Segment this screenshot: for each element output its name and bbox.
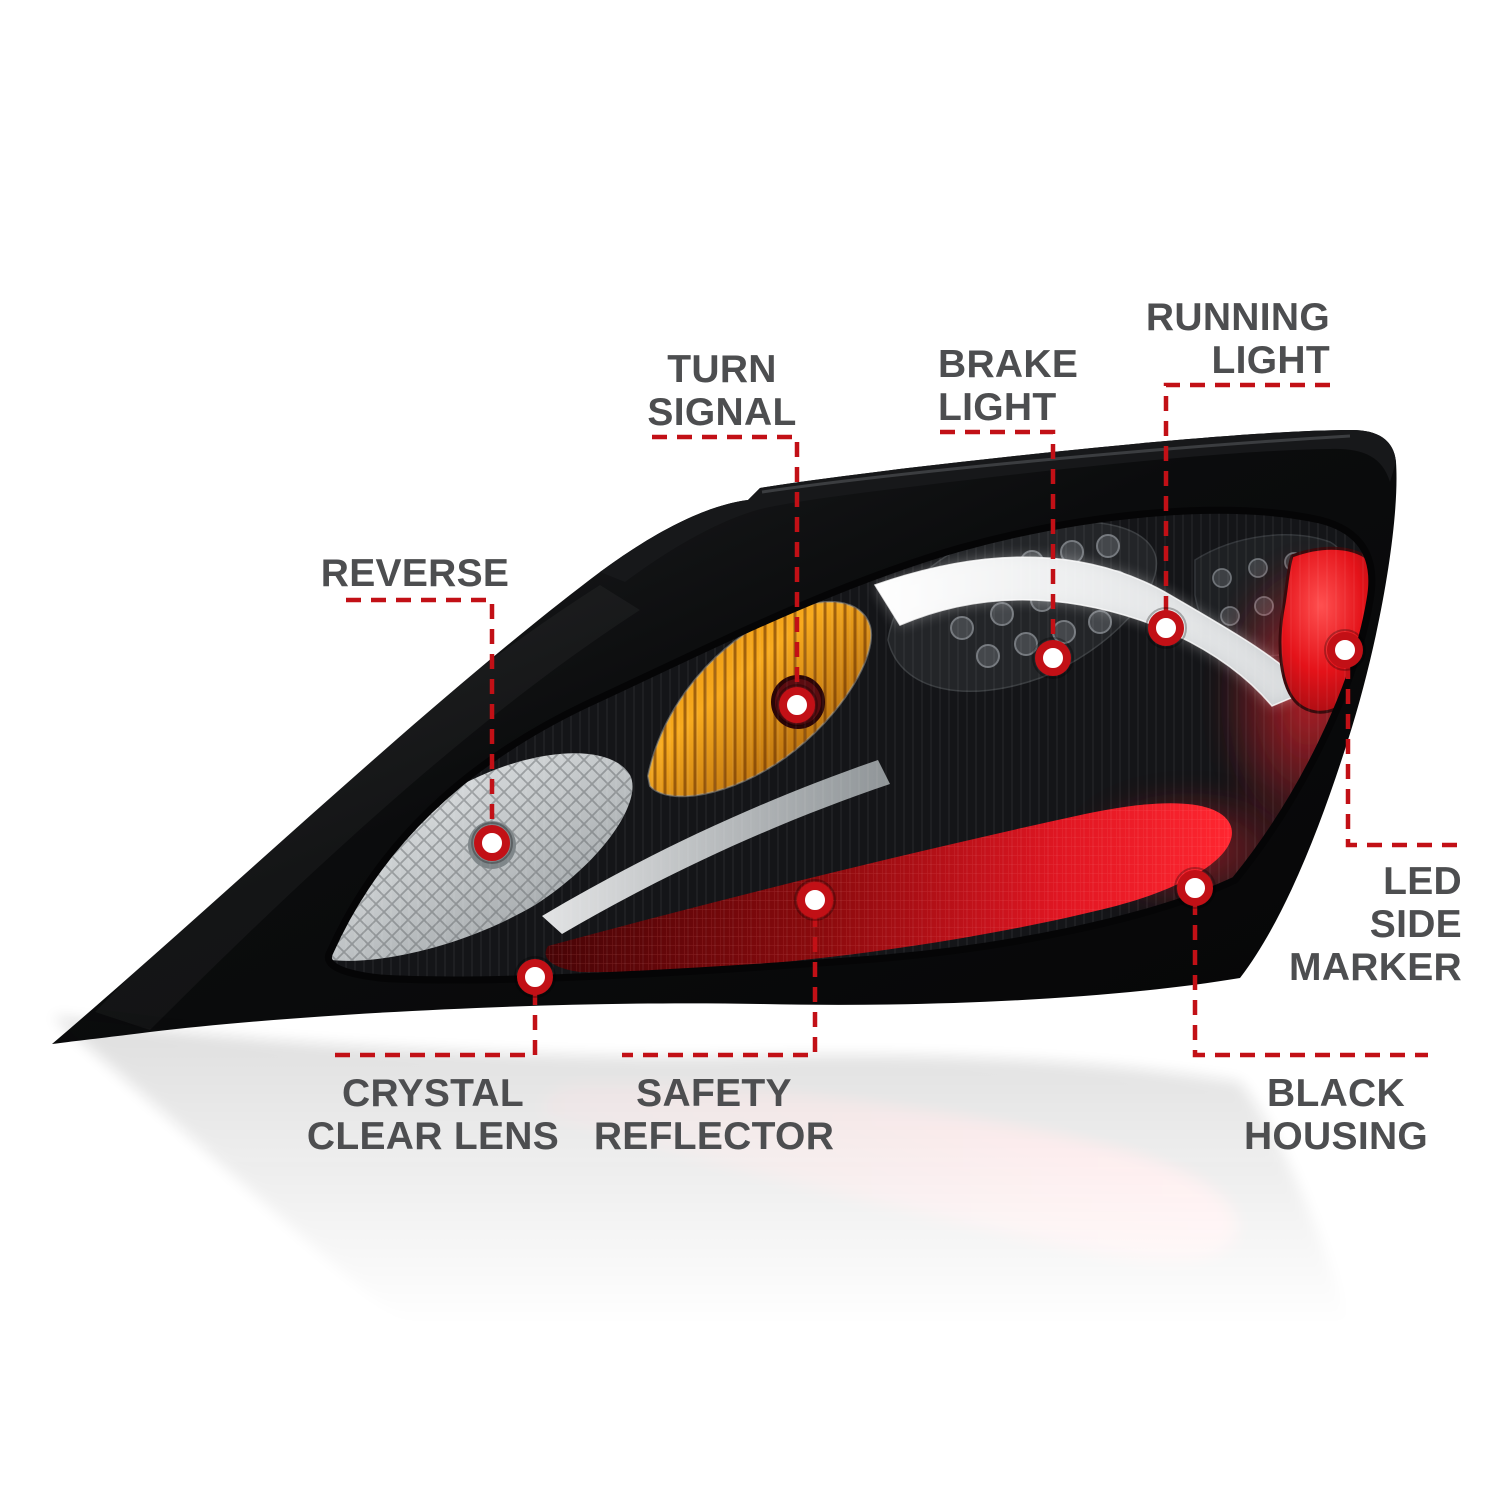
callout-line: TURN [667,348,777,391]
callout-reverse-label: REVERSE [321,552,510,595]
point-marker-running-light [1148,610,1184,646]
point-marker-reverse [474,825,510,861]
lens-bezel-edge [324,506,1376,984]
callout-line: LIGHT [1211,339,1330,382]
callout-points [471,607,1366,998]
leader-line-brake-light [940,429,1056,658]
callout-line: SIGNAL [647,391,797,434]
point-marker-safety-reflector [797,882,833,918]
housing-top-highlight [761,434,1351,494]
callout-line: LIGHT [938,386,1057,429]
housing-sheen [95,585,640,1030]
callout-line: LED [1383,860,1462,903]
leader-line-led-side-marker [1345,664,1458,848]
callout-line: BRAKE [938,343,1079,386]
callout-line: MARKER [1289,946,1462,989]
leader-line-running-light [1163,382,1330,628]
callout-line: REFLECTOR [593,1115,835,1158]
callout-line: BLACK [1267,1072,1405,1115]
callout-brake-light-label: BRAKE LIGHT [938,343,1078,429]
callout-line: CLEAR LENS [306,1115,560,1158]
leader-line-crystal-clear-lens [332,990,538,1058]
callout-line: HOUSING [1243,1115,1429,1158]
callout-black-housing-label: BLACK HOUSING [1244,1072,1428,1158]
callout-safety-reflector-label: SAFETY REFLECTOR [594,1072,834,1158]
tail-light-group [52,430,1397,1044]
callout-turn-signal-label: TURN SIGNAL [647,348,796,434]
point-marker-brake-light [1035,640,1071,676]
leader-line-reverse [346,597,495,843]
callout-line: SIDE [1369,903,1462,946]
smoked-texture [328,510,1372,980]
point-marker-crystal-clear-lens [517,959,553,995]
callout-line: SAFETY [636,1072,792,1115]
callout-line: CRYSTAL [342,1072,524,1115]
callout-running-light-label: RUNNING LIGHT [1146,296,1330,382]
callout-leaders [332,382,1458,1058]
callout-line: REVERSE [320,552,510,595]
callout-line: RUNNING [1145,296,1330,339]
leader-line-black-housing [1192,900,1428,1058]
point-marker-led-side-marker [1327,632,1363,668]
point-marker-black-housing [1177,870,1213,906]
callout-crystal-clear-lens-label: CRYSTAL CLEAR LENS [307,1072,559,1158]
housing-top-rim [600,430,1396,582]
point-marker-turn-signal [779,687,815,723]
callout-led-side-marker-label: LED SIDE MARKER [1289,860,1462,989]
